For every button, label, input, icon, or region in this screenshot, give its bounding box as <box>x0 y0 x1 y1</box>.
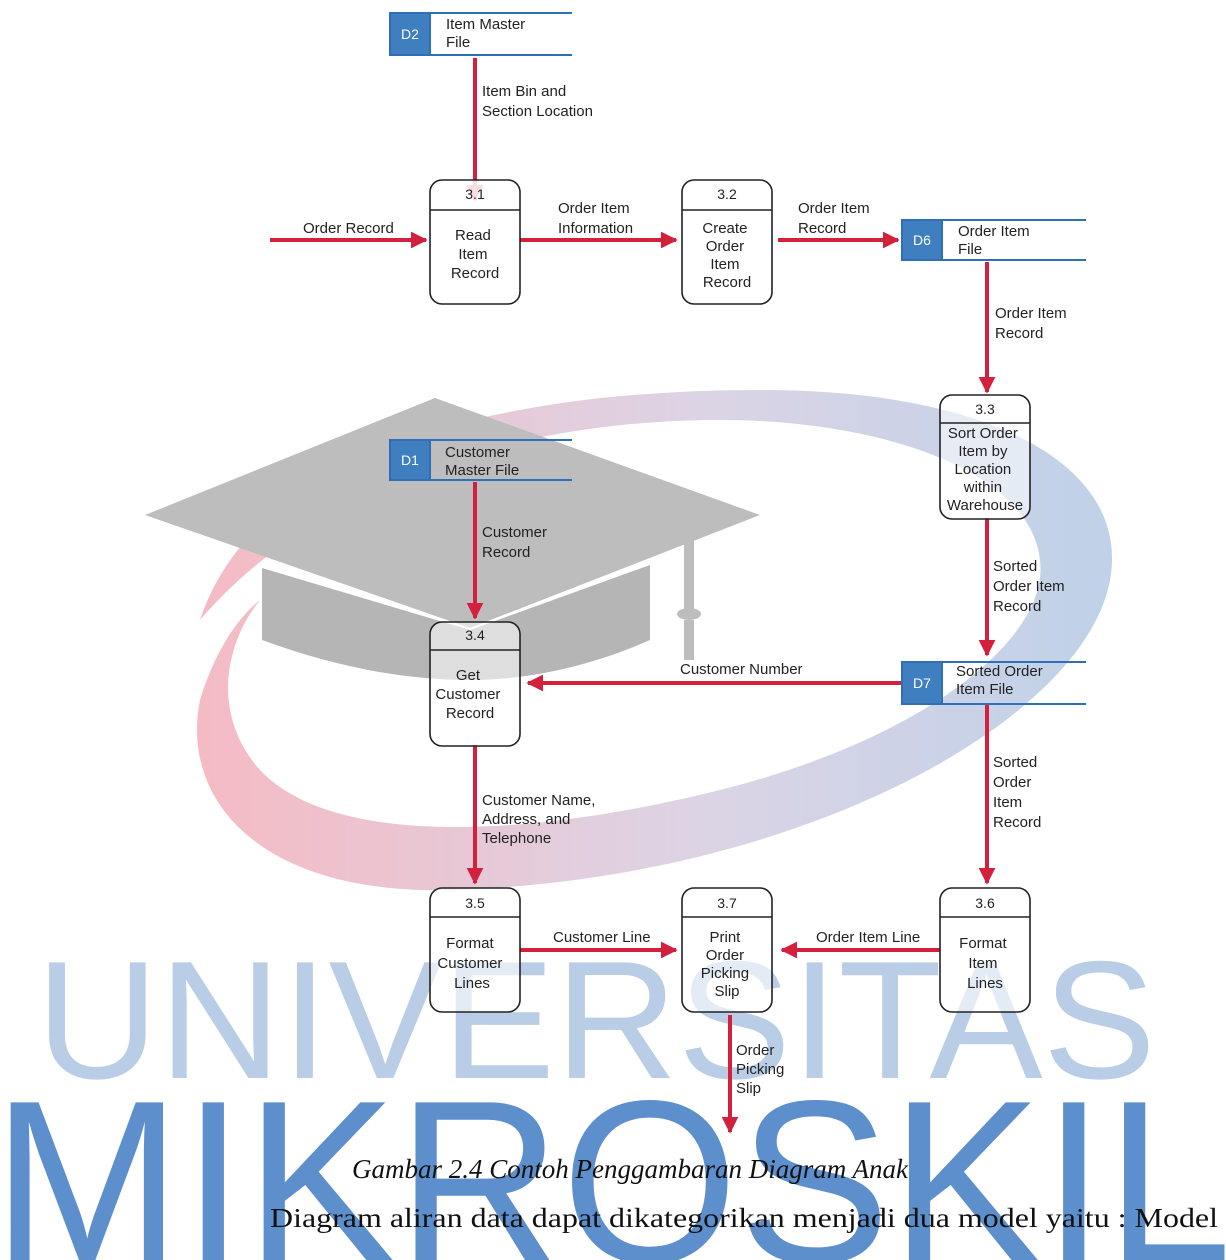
process-name: Create Order Item Record <box>702 220 751 291</box>
flow-label-order-item-line: Order Item Line <box>816 929 920 946</box>
flow-label-order-item-info: Order Item Information <box>558 200 634 237</box>
process-id: 3.1 <box>465 186 485 202</box>
flow-label-order-record: Order Record <box>303 220 394 237</box>
process-3-5[interactable]: 3.5 Format Customer Lines <box>429 887 521 1013</box>
data-store-id: D6 <box>913 232 931 248</box>
process-id: 3.3 <box>975 401 995 417</box>
data-store-d7[interactable]: D7 Sorted Order Item File <box>901 661 1086 705</box>
processes: 3.1 Read Item Record 3.2 Create Order It… <box>429 179 1031 1013</box>
data-stores: D2 Item Master File D6 Order Item File D… <box>389 12 1086 705</box>
flow-label-sorted-order-item-record-down: Sorted Order Item Record <box>993 754 1041 831</box>
process-name: Print Order Picking Slip <box>701 929 754 1000</box>
flow-label-order-item-record-down: Order Item Record <box>995 305 1071 342</box>
process-name: Read Item Record <box>451 227 499 282</box>
data-store-d6[interactable]: D6 Order Item File <box>901 219 1086 261</box>
data-store-name: Item Master File <box>446 16 529 51</box>
graduation-cap-icon <box>145 398 760 680</box>
process-id: 3.7 <box>717 895 737 911</box>
process-3-2[interactable]: 3.2 Create Order Item Record <box>681 179 773 305</box>
watermark-line2: MIKROSKIL <box>0 1053 1226 1260</box>
process-name: Format Item Lines <box>959 935 1011 992</box>
data-store-d1[interactable]: D1 Customer Master File <box>389 439 572 481</box>
process-id: 3.5 <box>465 895 485 911</box>
data-store-name: Sorted Order Item File <box>956 663 1047 698</box>
process-id: 3.4 <box>465 627 485 643</box>
flow-label-customer-record: Customer Record <box>482 524 551 561</box>
process-id: 3.6 <box>975 895 995 911</box>
process-name: Sort Order Item by Location within Wareh… <box>947 425 1023 514</box>
process-3-1[interactable]: 3.1 Read Item Record <box>429 179 521 305</box>
data-store-d2[interactable]: D2 Item Master File <box>389 12 572 56</box>
flow-label-customer-name: Customer Name, Address, and Telephone <box>482 792 600 847</box>
figure-caption: Gambar 2.4 Contoh Penggambaran Diagram A… <box>352 1154 909 1184</box>
flow-labels: Item Bin and Section Location Order Reco… <box>303 83 1071 1097</box>
data-store-id: D7 <box>913 675 931 691</box>
process-3-3[interactable]: 3.3 Sort Order Item by Location within W… <box>939 394 1031 520</box>
body-paragraph: Diagram aliran data dapat dikategorikan … <box>270 1203 1218 1233</box>
process-name: Get Customer Record <box>435 667 504 722</box>
flow-label-customer-number: Customer Number <box>680 661 803 678</box>
process-3-7[interactable]: 3.7 Print Order Picking Slip <box>681 887 773 1013</box>
flow-label-sorted-order-item-record: Sorted Order Item Record <box>993 558 1069 615</box>
process-3-6[interactable]: 3.6 Format Item Lines <box>939 887 1031 1013</box>
data-store-name: Order Item File <box>958 223 1034 258</box>
data-store-id: D2 <box>401 26 419 42</box>
flow-label-customer-line: Customer Line <box>553 929 651 946</box>
watermark-swoosh <box>197 390 1113 891</box>
process-name: Format Customer Lines <box>437 935 506 992</box>
flow-label-item-bin: Item Bin and Section Location <box>482 83 593 120</box>
process-3-4[interactable]: 3.4 Get Customer Record <box>429 621 521 747</box>
data-store-name: Customer Master File <box>445 444 519 479</box>
process-id: 3.2 <box>717 186 737 202</box>
data-store-id: D1 <box>401 452 419 468</box>
flow-label-order-picking-slip: Order Picking Slip <box>736 1042 789 1097</box>
watermark: UNIVERSITAS MIKROSKIL <box>0 390 1226 1260</box>
flow-arrows <box>270 58 996 1134</box>
flow-label-order-item-record: Order Item Record <box>798 200 874 237</box>
